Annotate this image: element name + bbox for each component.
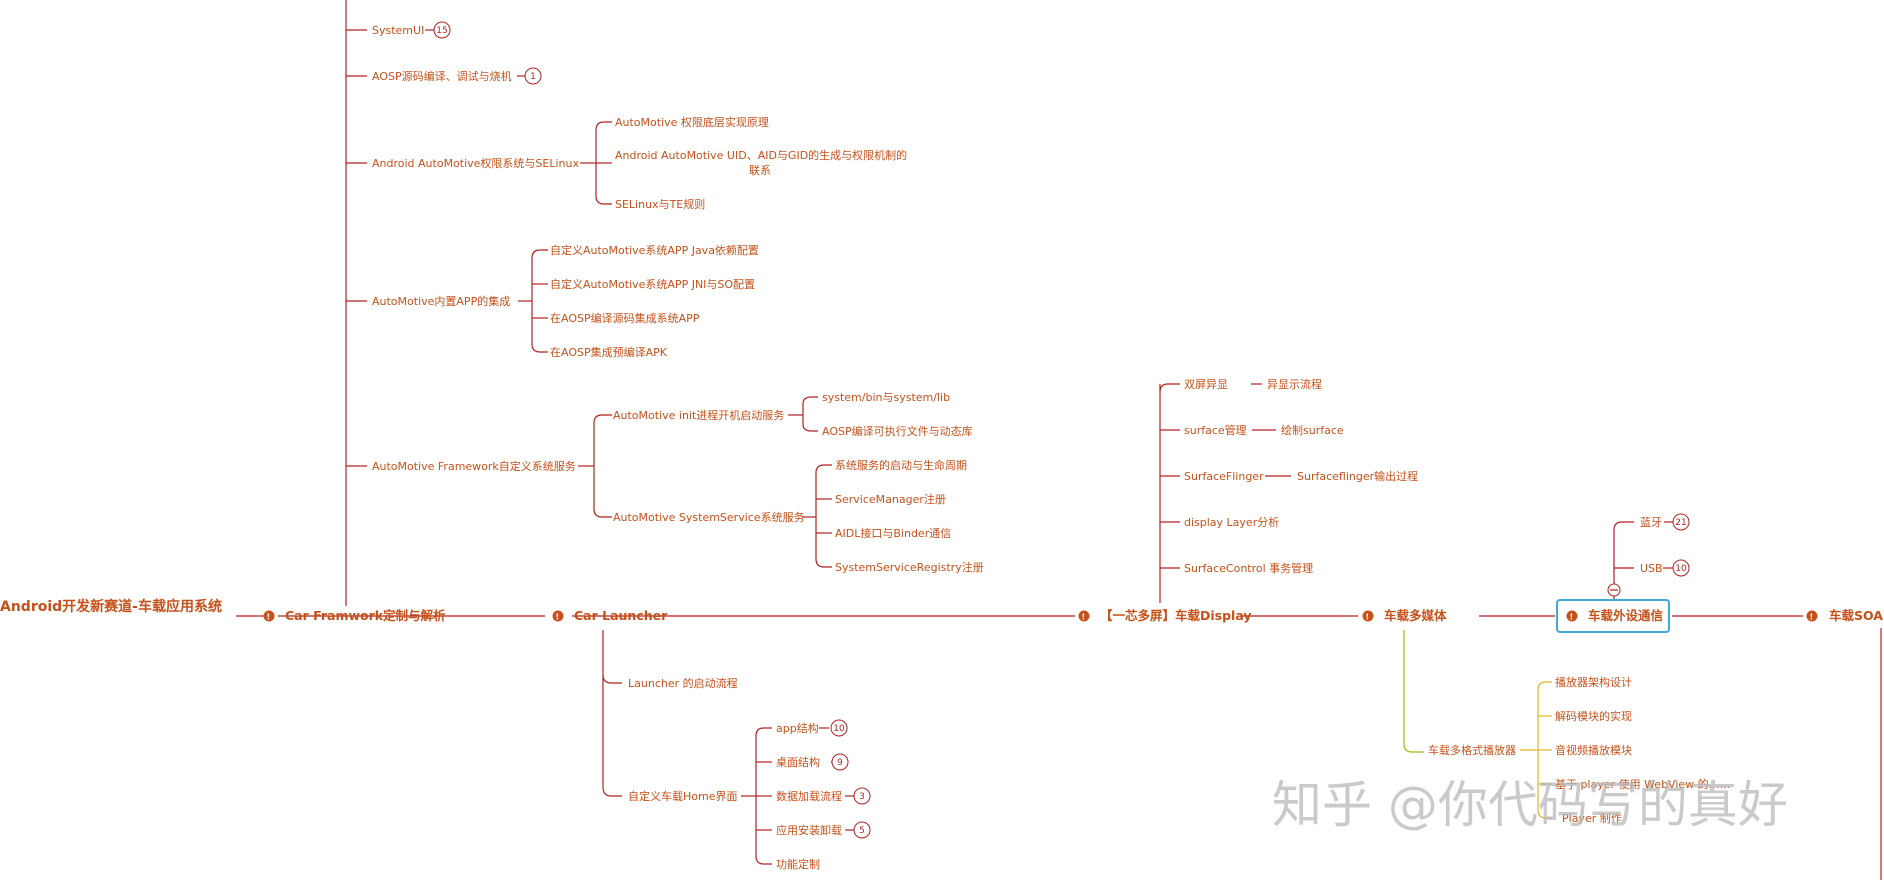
node-dual-screen-flow[interactable]: 异显示流程 [1267,377,1322,391]
collapse-circle-icon[interactable] [1566,610,1578,622]
node-init-service[interactable]: AutoMotive init进程开机启动服务 [613,408,784,422]
node-app-install[interactable]: 应用安装卸载 [776,823,842,837]
watermark-text: 知乎 @你代码写的真好 [1272,776,1788,834]
node-framework-service[interactable]: AutoMotive Framework自定义系统服务 [372,459,576,473]
count-badge-text: 9 [837,758,843,768]
node-builtin-app[interactable]: AutoMotive内置APP的集成 [372,294,510,308]
node-service-lifecycle[interactable]: 系统服务的启动与生命周期 [835,458,967,472]
node-uid-aid-gid[interactable]: Android AutoMotive UID、AID与GID的生成与权限机制的 [615,148,907,162]
count-badge-text: 3 [859,792,865,802]
node-aosp-system-app[interactable]: 在AOSP编译源码集成系统APP [550,311,700,325]
display-branch: 双屏异显 异显示流程 surface管理 绘制surface SurfaceFl… [1184,377,1418,575]
node-custom-home[interactable]: 自定义车载Home界面 [628,789,737,803]
node-surfaceflinger[interactable]: SurfaceFlinger [1184,470,1264,483]
main-node-car-framework[interactable]: ! Car Framwork定制与解析 [263,608,447,623]
root-node-label[interactable]: Android开发新赛道-车载应用系统 [0,598,222,615]
peripheral-branch: 蓝牙 21 USB 10 [1607,513,1690,597]
node-selinux-te[interactable]: SELinux与TE规则 [615,197,705,211]
multimedia-branch: 车载多格式播放器 播放器架构设计 解码模块的实现 音视频播放模块 基于 play… [1428,675,1731,825]
node-draw-surface[interactable]: 绘制surface [1281,423,1344,437]
collapse-circle-icon[interactable] [263,610,275,622]
count-badge[interactable] [1672,513,1690,531]
node-multiformat-player[interactable]: 车载多格式播放器 [1428,743,1516,757]
count-badge[interactable] [524,67,542,85]
node-system-service[interactable]: AutoMotive SystemService系统服务 [613,511,805,524]
node-surfacecontrol[interactable]: SurfaceControl 事务管理 [1184,561,1313,575]
main-node-car-launcher[interactable]: ! Car Launcher [552,608,669,623]
node-usb[interactable]: USB [1640,562,1663,575]
count-badge-text: 10 [833,724,845,734]
collapse-circle-icon[interactable] [552,610,564,622]
collapse-mark: ! [1366,613,1370,622]
main-node-car-peripheral[interactable]: ! 车载外设通信 [1556,599,1670,633]
collapse-mark: ! [267,613,271,622]
selection-box [1556,599,1670,633]
node-player-arch[interactable]: 播放器架构设计 [1555,675,1632,689]
node-permission-impl[interactable]: AutoMotive 权限底层实现原理 [615,115,769,129]
node-surface-manage[interactable]: surface管理 [1184,423,1247,437]
main-node-label: 车载外设通信 [1588,608,1664,623]
collapse-mark: ! [1570,613,1574,622]
node-launcher-startup[interactable]: Launcher 的启动流程 [628,676,738,690]
collapse-circle-icon[interactable] [1078,610,1090,622]
count-badge[interactable] [831,753,849,771]
node-decoder[interactable]: 解码模块的实现 [1555,709,1632,723]
node-selinux[interactable]: Android AutoMotive权限系统与SELinux [372,157,579,170]
count-badge-text: 5 [859,826,865,836]
main-node-label: 车载SOA [1829,608,1883,623]
node-uid-aid-gid-cont[interactable]: 联系 [749,164,771,177]
node-webview-player[interactable]: 基于 player 使用 WebView 的…… [1555,777,1731,791]
collapse-mark: ! [556,613,560,622]
main-node-car-multimedia[interactable]: ! 车载多媒体 [1362,608,1448,623]
count-badge-text: 15 [436,26,447,36]
node-av-playback[interactable]: 音视频播放模块 [1555,743,1632,757]
main-node-label: 【一芯多屏】车载Display [1100,608,1252,623]
node-service-manager[interactable]: ServiceManager注册 [835,492,946,506]
count-badge-text: 1 [530,72,536,82]
count-badge-text: 10 [1675,564,1687,574]
node-java-deps[interactable]: 自定义AutoMotive系统APP Java依赖配置 [550,243,759,257]
count-badge-text: 21 [1675,518,1686,528]
node-display-layer[interactable]: display Layer分析 [1184,515,1279,529]
node-desktop-structure[interactable]: 桌面结构 [776,755,820,769]
count-badge[interactable] [433,21,451,39]
node-aidl-binder[interactable]: AIDL接口与Binder通信 [835,527,951,540]
count-badge[interactable] [853,821,871,839]
node-dual-screen[interactable]: 双屏异显 [1184,378,1228,391]
main-node-label: Car Launcher [574,608,668,623]
node-prebuilt-apk[interactable]: 在AOSP集成预编译APK [550,345,668,359]
node-surfaceflinger-output[interactable]: Surfaceflinger输出过程 [1297,469,1418,483]
collapse-circle-icon[interactable] [1362,610,1374,622]
count-badge[interactable] [1672,559,1690,577]
framework-branch: SystemUI 15 AOSP源码编译、调试与烧机 1 Android Aut… [372,21,984,574]
node-aosp-build[interactable]: AOSP源码编译、调试与烧机 [372,69,512,83]
count-badge[interactable] [830,719,848,737]
count-badge[interactable] [853,787,871,805]
launcher-branch: Launcher 的启动流程 自定义车载Home界面 app结构 10 桌面结构… [628,676,871,871]
node-jni-so[interactable]: 自定义AutoMotive系统APP JNI与SO配置 [550,277,755,291]
node-systemui[interactable]: SystemUI [372,24,424,37]
node-data-loading[interactable]: 数据加载流程 [776,789,842,803]
node-system-bin-lib[interactable]: system/bin与system/lib [822,391,950,404]
connector-lines [236,0,1882,880]
collapse-mark: ! [1082,613,1086,622]
node-bluetooth[interactable]: 蓝牙 [1640,516,1662,529]
main-node-label: Car Framwork定制与解析 [285,608,446,623]
collapse-circle-icon[interactable] [1806,610,1818,622]
main-node-car-soa[interactable]: ! 车载SOA [1806,608,1884,623]
node-feature-custom[interactable]: 功能定制 [776,857,820,871]
collapse-mark: ! [1810,613,1814,622]
main-node-label: 车载多媒体 [1384,608,1447,623]
main-node-car-display[interactable]: ! 【一芯多屏】车载Display [1078,608,1252,623]
multimedia-connector-lines [1403,630,1552,819]
node-player-make[interactable]: Player 制作 [1562,812,1622,825]
node-service-registry[interactable]: SystemServiceRegistry注册 [835,560,984,574]
node-app-structure[interactable]: app结构 [776,721,819,735]
node-aosp-executable[interactable]: AOSP编译可执行文件与动态库 [822,424,973,438]
